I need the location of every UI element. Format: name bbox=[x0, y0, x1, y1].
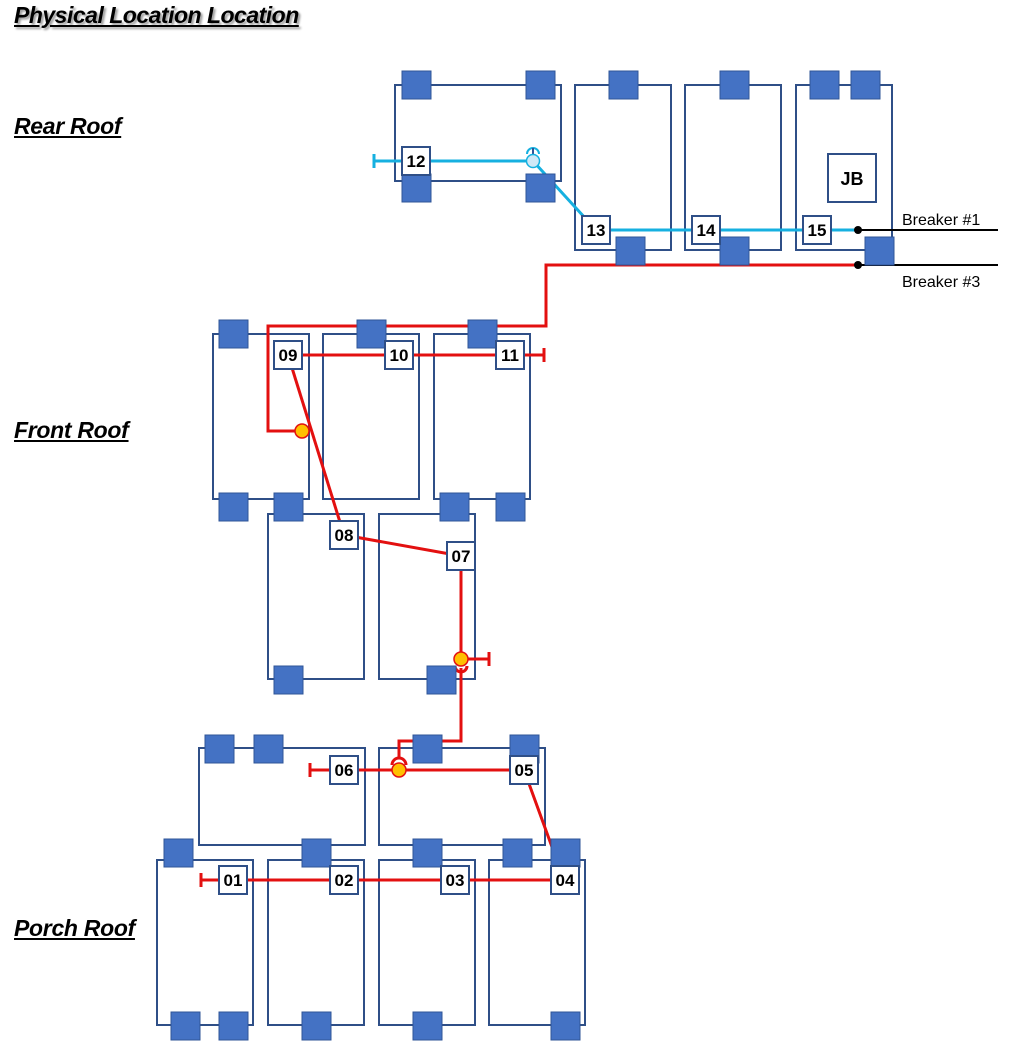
panel-label-07: 07 bbox=[452, 547, 471, 566]
connector-icon-front bbox=[294, 423, 310, 439]
section-front-roof: Front Roof bbox=[14, 417, 129, 443]
panel-label-box bbox=[329, 755, 359, 785]
clamp bbox=[412, 734, 443, 764]
clamp bbox=[864, 236, 895, 266]
panel-label-06: 06 bbox=[335, 761, 354, 780]
clamp bbox=[439, 492, 470, 522]
clamp bbox=[719, 236, 750, 266]
clamp bbox=[502, 838, 533, 868]
panel-label-01: 01 bbox=[224, 871, 243, 890]
clamp bbox=[401, 70, 432, 100]
clamp bbox=[204, 734, 235, 764]
panel-label-03: 03 bbox=[446, 871, 465, 890]
panel-label-04: 04 bbox=[556, 871, 575, 890]
clamp bbox=[218, 1011, 249, 1041]
clamp bbox=[301, 1011, 332, 1041]
clamp bbox=[615, 236, 646, 266]
panel-label-box bbox=[495, 340, 525, 370]
clamps bbox=[163, 70, 895, 1041]
clamp bbox=[170, 1011, 201, 1041]
clamp bbox=[550, 1011, 581, 1041]
connector-icon-07 bbox=[453, 651, 469, 667]
breaker-3-terminal bbox=[854, 261, 862, 269]
clamp bbox=[495, 492, 526, 522]
red-wire-home-run bbox=[266, 263, 858, 433]
clamp bbox=[426, 665, 457, 695]
connector-icon-porch bbox=[391, 762, 407, 778]
clamp bbox=[412, 838, 443, 868]
clamp bbox=[467, 319, 498, 349]
panel-front-07 bbox=[378, 513, 476, 680]
blue-connector-icon bbox=[525, 153, 541, 169]
panel-label-box bbox=[218, 865, 248, 895]
clamp bbox=[218, 492, 249, 522]
red-wire-09-08 bbox=[286, 354, 346, 536]
connectors bbox=[294, 147, 862, 778]
clamp bbox=[273, 492, 304, 522]
panel-label-box bbox=[446, 541, 476, 571]
section-rear-roof: Rear Roof bbox=[14, 113, 122, 139]
panel-label-box bbox=[329, 520, 359, 550]
red-wire-crossover bbox=[390, 756, 408, 766]
panel-label-box bbox=[273, 340, 303, 370]
clamp bbox=[273, 665, 304, 695]
clamp bbox=[253, 734, 284, 764]
panel-label-05: 05 bbox=[515, 761, 534, 780]
panel-label-box bbox=[509, 755, 539, 785]
clamp bbox=[356, 319, 387, 349]
panel-label-02: 02 bbox=[335, 871, 354, 890]
clamp bbox=[525, 173, 556, 203]
junction-box bbox=[827, 153, 877, 203]
panel-label-box bbox=[550, 865, 580, 895]
clamp bbox=[218, 319, 249, 349]
clamp bbox=[550, 838, 581, 868]
panel-labels: 12 13 14 15 09 10 11 08 07 06 05 01 02 0… bbox=[218, 146, 832, 895]
clamp bbox=[719, 70, 750, 100]
panel-label-box bbox=[401, 146, 431, 176]
panels bbox=[156, 84, 893, 1026]
panel-label-box bbox=[802, 215, 832, 245]
panel-label-10: 10 bbox=[390, 346, 409, 365]
red-wire-08-07 bbox=[343, 533, 462, 558]
breaker-3-label: Breaker #3 bbox=[902, 274, 980, 291]
panel-label-08: 08 bbox=[335, 526, 354, 545]
clamp bbox=[401, 173, 432, 203]
panel-label-box bbox=[691, 215, 721, 245]
clamp bbox=[301, 838, 332, 868]
clamp bbox=[163, 838, 194, 868]
clamp bbox=[850, 70, 881, 100]
panel-label-box bbox=[329, 865, 359, 895]
panel-label-13: 13 bbox=[587, 221, 606, 240]
panel-label-12: 12 bbox=[407, 152, 426, 171]
clamp bbox=[809, 70, 840, 100]
page-title: Physical Location Location bbox=[14, 2, 299, 28]
panel-label-box bbox=[581, 215, 611, 245]
section-porch-roof: Porch Roof bbox=[14, 915, 135, 941]
panel-label-11: 11 bbox=[501, 346, 519, 365]
panel-label-box bbox=[440, 865, 470, 895]
panel-label-15: 15 bbox=[808, 221, 827, 240]
clamp bbox=[608, 70, 639, 100]
junction-box-label: JB bbox=[840, 169, 863, 189]
panel-label-14: 14 bbox=[697, 221, 716, 240]
breaker-1-label: Breaker #1 bbox=[902, 212, 980, 229]
panel-label-box bbox=[384, 340, 414, 370]
clamp bbox=[525, 70, 556, 100]
clamp bbox=[412, 1011, 443, 1041]
breaker-1-terminal bbox=[854, 226, 862, 234]
panel-label-09: 09 bbox=[279, 346, 298, 365]
